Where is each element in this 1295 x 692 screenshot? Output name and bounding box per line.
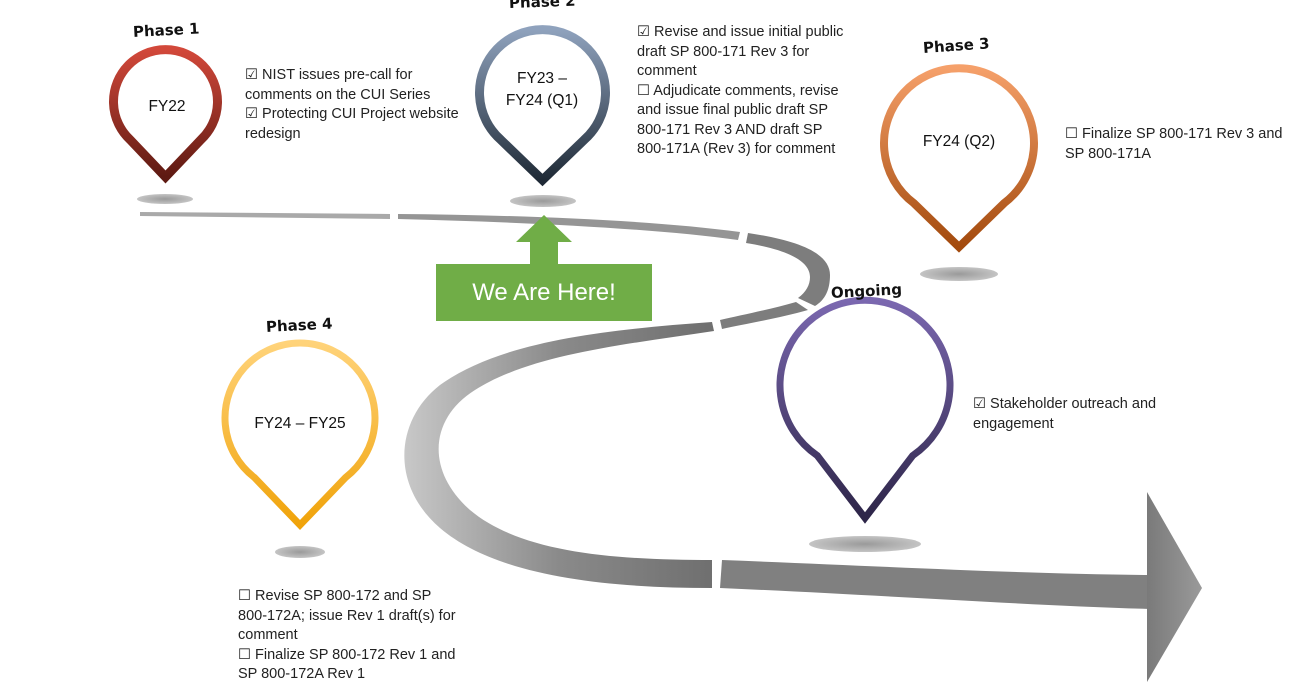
ongoing-pin — [776, 296, 954, 524]
phase-2-tasks: ☑ Revise and issue initial public draft … — [637, 23, 847, 160]
pin-shadow — [275, 546, 325, 558]
phase-4-period: FY24 – FY25 — [254, 415, 346, 432]
pin-shadow — [920, 267, 998, 281]
task-item: ☐ Finalize SP 800-172 Rev 1 and SP 800-1… — [238, 646, 456, 683]
task-item: ☑ Revise and issue initial public draft … — [637, 24, 844, 79]
task-item: ☑ Stakeholder outreach and engagement — [973, 396, 1157, 432]
phase-1-period: FY22 — [148, 98, 186, 115]
road — [140, 212, 1202, 682]
task-item: ☐ Adjudicate comments, revise and issue … — [637, 82, 839, 158]
task-item: ☑ Protecting CUI Project website redesig… — [245, 106, 459, 142]
pin-shadow — [809, 536, 921, 552]
phase-3-pin — [880, 64, 1038, 253]
phase-1-heading: Phase 1 — [132, 19, 200, 41]
ongoing-heading: Ongoing — [830, 280, 903, 302]
ongoing-tasks: ☑ Stakeholder outreach and engagement — [973, 395, 1183, 434]
phase-2-period-line-1: FY23 – — [517, 70, 567, 87]
phase-2-pin — [475, 25, 610, 187]
phase-2-period: FY23 – FY24 (Q1) — [506, 68, 578, 112]
phase-3-tasks: ☐ Finalize SP 800-171 Rev 3 and SP 800-1… — [1065, 125, 1285, 164]
task-item: ☐ Revise SP 800-172 and SP 800-172A; iss… — [238, 588, 456, 643]
phase-3-period: FY24 (Q2) — [922, 133, 996, 150]
phase-1-tasks: ☑ NIST issues pre-call for comments on t… — [245, 66, 460, 144]
task-item: ☑ NIST issues pre-call for comments on t… — [245, 67, 431, 103]
we-are-here-marker: We Are Here! — [436, 264, 652, 321]
phase-1-pin — [109, 45, 222, 184]
phase-2-period-line-2: FY24 (Q1) — [505, 92, 579, 109]
pin-shadow — [137, 194, 193, 204]
up-arrow-icon — [516, 215, 572, 264]
task-item: ☐ Finalize SP 800-171 Rev 3 and SP 800-1… — [1065, 126, 1283, 162]
phase-4-tasks: ☐ Revise SP 800-172 and SP 800-172A; iss… — [238, 587, 463, 685]
pin-shadow — [510, 195, 576, 207]
location-pins — [109, 25, 1038, 531]
phase-4-pin — [221, 339, 379, 531]
phase-4-heading: Phase 4 — [265, 314, 333, 336]
